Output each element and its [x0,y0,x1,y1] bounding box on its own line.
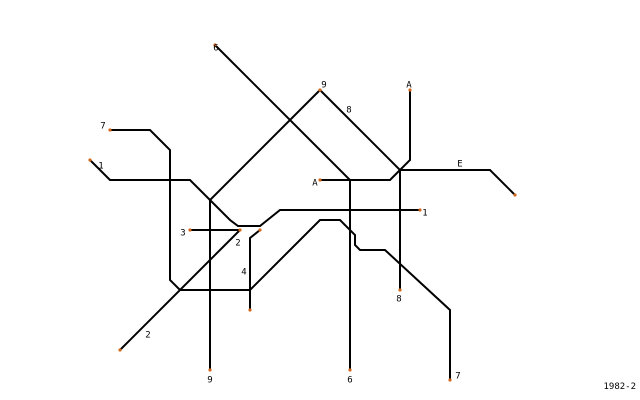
line-label-9-2: 9 [207,376,212,386]
terminus-line-2-1 [118,348,122,352]
terminus-line-a-1 [318,178,322,182]
line-label-6-1: 6 [213,44,218,54]
line-label-1-1: 1 [98,162,103,172]
metro-line-1 [89,159,420,227]
metro-line-9 [209,89,321,370]
metro-line-7 [110,129,451,380]
lines-layer [89,44,516,380]
line-label-a-2: A [406,81,412,91]
line-label-2-1: 2 [145,331,150,341]
metro-line-4 [249,229,261,310]
line-label-8-2: 8 [396,295,401,305]
termini-layer [88,43,517,382]
metro-line-8 [319,89,401,290]
line-label-6-2: 6 [347,376,352,386]
terminus-line-1-1 [88,158,92,162]
terminus-line-2-2 [238,228,242,232]
terminus-line-4-1 [248,308,252,312]
terminus-line-1-2 [418,208,422,212]
terminus-line-e-1 [513,193,517,197]
line-label-8-1: 8 [346,106,351,116]
terminus-line-8-1 [398,288,402,292]
metro-line-e [400,169,516,196]
metro-line-6 [214,44,351,370]
terminus-line-7-1 [108,128,112,132]
line-label-9-1: 9 [321,81,326,91]
terminus-line-7-2 [448,378,452,382]
line-label-4-1: 4 [241,268,246,278]
line-label-7-1: 7 [100,122,105,132]
line-label-3-1: 3 [180,229,185,239]
line-label-e-1: E [457,160,462,170]
terminus-line-9-2 [208,368,212,372]
line-label-1-2: 1 [422,209,427,219]
terminus-line-4-2 [258,228,262,232]
terminus-line-6-2 [348,368,352,372]
terminus-line-a-2 [408,88,412,92]
terminus-line-3-1 [188,228,192,232]
line-label-a-1: A [312,179,318,189]
map-year-label: 1982-2 [603,382,636,392]
line-label-2-2: 2 [235,239,240,249]
terminus-line-6-1 [213,43,217,47]
line-label-7-2: 7 [455,372,460,382]
terminus-line-9-1 [318,88,322,92]
